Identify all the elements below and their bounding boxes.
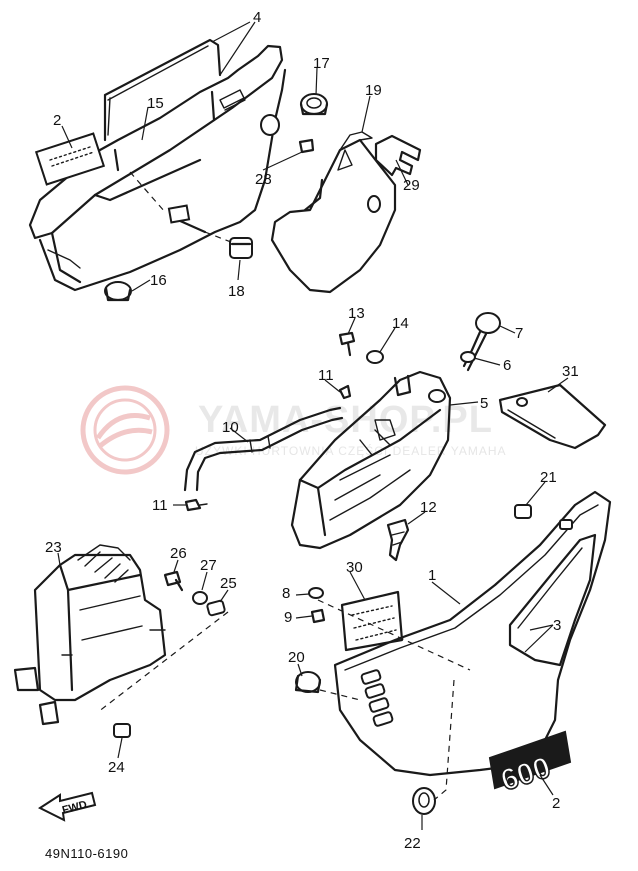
- part-battery-box: [13, 544, 167, 726]
- part-grommet-22: [412, 787, 436, 815]
- callout-numbers: 4 2 15 17 19 28 29 16 18 13 14 7 6 11 5 …: [45, 9, 579, 852]
- callout-6: 6: [503, 357, 511, 374]
- leader-lines: [57, 21, 569, 830]
- part-oring-6: [460, 351, 476, 363]
- callout-26: 26: [170, 545, 187, 562]
- callout-24: 24: [108, 759, 125, 776]
- callout-5: 5: [480, 395, 488, 412]
- callout-18: 18: [228, 283, 245, 300]
- part-oil-cap: [462, 312, 501, 372]
- part-caution-label-30: [340, 590, 404, 652]
- callout-11b: 11: [152, 497, 168, 514]
- callout-21: 21: [540, 469, 557, 486]
- callout-9: 9: [284, 609, 292, 626]
- watermark-brand: YAMA-SHOP.PL: [198, 399, 493, 441]
- callout-30: 30: [346, 559, 363, 576]
- callout-29: 29: [403, 177, 420, 194]
- callout-4: 4: [253, 9, 261, 26]
- callout-19: 19: [365, 82, 382, 99]
- part-clamp-11b: [184, 498, 208, 512]
- callout-25: 25: [220, 575, 237, 592]
- callout-23: 23: [45, 539, 62, 556]
- callout-27: 27: [200, 557, 217, 574]
- callout-10: 10: [222, 419, 239, 436]
- callout-31: 31: [562, 363, 579, 380]
- part-oil-hose: [183, 406, 344, 492]
- callout-7: 7: [515, 325, 523, 342]
- diagram-code: 49N110-6190: [45, 846, 128, 861]
- part-collar-28: [260, 114, 315, 154]
- callout-22: 22: [404, 835, 421, 852]
- callout-2a: 2: [53, 112, 61, 129]
- part-side-cover-right: [333, 490, 612, 777]
- callout-28: 28: [255, 171, 272, 188]
- part-clamp-11a: [338, 384, 352, 400]
- watermark: YAMA-SHOP.PL UŻYWKI HURTOWNIA CZĘŚCI DEA…: [80, 385, 507, 475]
- part-bolt-13: [338, 331, 356, 357]
- alignment-lines: [97, 171, 471, 801]
- callout-14: 14: [392, 315, 409, 332]
- callout-12: 12: [420, 499, 437, 516]
- callout-13: 13: [348, 305, 365, 322]
- callout-16: 16: [150, 272, 167, 289]
- part-grommet-16: [104, 281, 132, 302]
- part-clip-29: [374, 134, 422, 177]
- part-emblem-600: 600: [488, 730, 572, 798]
- part-washer-8: [308, 587, 324, 599]
- callout-15: 15: [147, 95, 164, 112]
- callout-17: 17: [313, 55, 330, 72]
- part-label-plate: [34, 132, 106, 186]
- callout-8: 8: [282, 585, 290, 602]
- part-grommet-18: [229, 237, 253, 259]
- part-collar-27: [192, 591, 208, 605]
- part-grommet-20: [294, 671, 322, 694]
- part-washer-14: [366, 350, 384, 364]
- callout-11a: 11: [318, 367, 334, 384]
- part-battery-cover: [498, 383, 607, 450]
- part-bolt-12: [386, 518, 410, 562]
- part-oil-tank: [290, 370, 452, 550]
- callout-20: 20: [288, 649, 305, 666]
- part-bolt-26: [163, 570, 184, 592]
- watermark-tagline: UŻYWKI HURTOWNIA CZĘŚCI DEALER YAMAHA: [195, 443, 507, 458]
- fwd-arrow-icon: FWD: [37, 791, 97, 822]
- part-tool-bag-holder: [270, 131, 397, 294]
- part-nut-24: [113, 723, 131, 738]
- part-collar-25: [206, 599, 226, 617]
- part-grommet-17: [299, 93, 329, 116]
- callout-3: 3: [553, 617, 561, 634]
- part-nut-21: [514, 504, 532, 519]
- callout-2b: 2: [552, 795, 560, 812]
- part-screw-9: [310, 608, 326, 624]
- watermark-logo: [80, 385, 170, 475]
- callout-1: 1: [428, 567, 436, 584]
